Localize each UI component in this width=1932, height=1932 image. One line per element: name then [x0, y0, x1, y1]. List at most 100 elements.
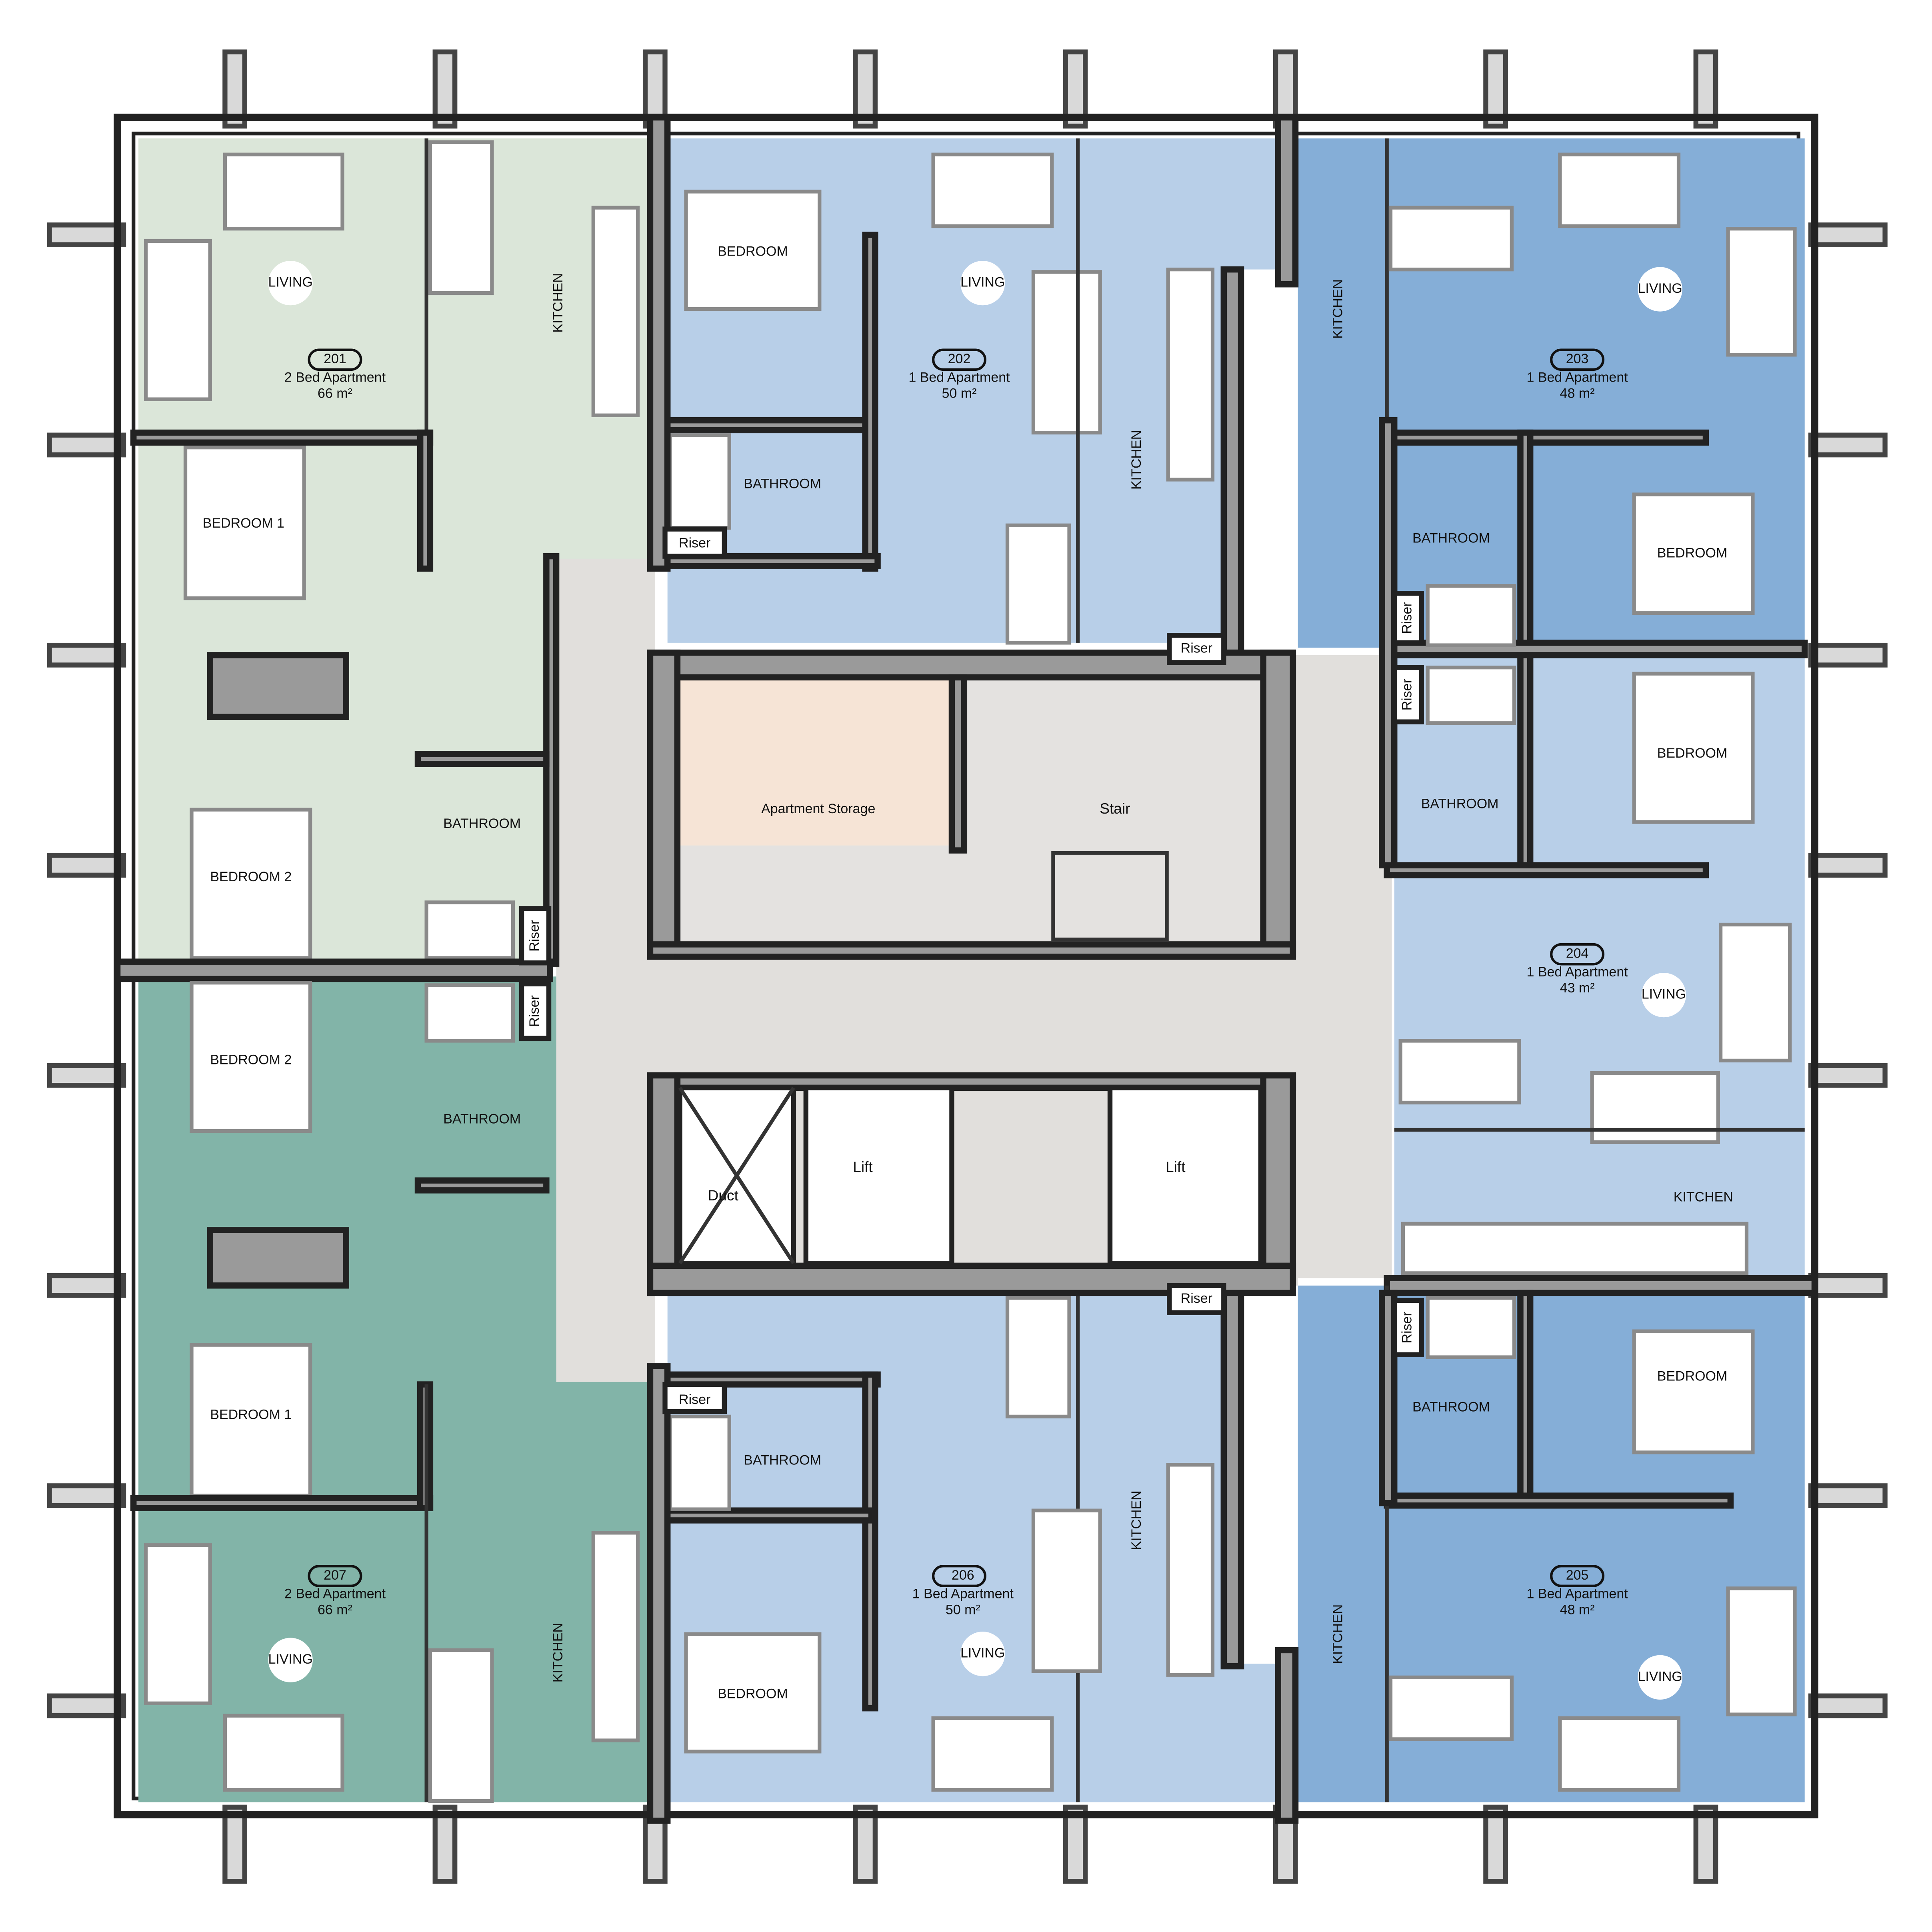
dining-table — [428, 1648, 494, 1803]
room-label-bathroom: BATHROOM — [744, 476, 821, 491]
bed — [1632, 1329, 1755, 1454]
bed — [684, 190, 822, 311]
riser-label: Riser — [679, 1392, 710, 1407]
riser-label: Riser — [527, 995, 542, 1027]
bed — [183, 446, 306, 600]
sofa — [1726, 227, 1797, 357]
riser-label: Riser — [527, 920, 542, 952]
room-label-bedroom: BEDROOM — [1657, 746, 1728, 761]
room-label-bedroom-2: BEDROOM 2 — [210, 1052, 292, 1067]
unit-area: 66 m² — [318, 386, 352, 401]
riser-label: Riser — [1181, 1291, 1212, 1306]
unit-207 — [130, 981, 640, 1803]
kitchen-counter — [591, 206, 640, 417]
riser-label: Riser — [1181, 640, 1212, 656]
sofa — [931, 1716, 1054, 1792]
bed — [1632, 672, 1755, 824]
room-label-bathroom: BATHROOM — [744, 1453, 821, 1468]
riser-label: Riser — [679, 536, 710, 551]
structure-columns — [47, 49, 1888, 1884]
dining-table — [1388, 206, 1514, 272]
core-label-duct: Duct — [708, 1187, 739, 1204]
unit-number: 202 — [948, 351, 971, 366]
room-label-bedroom: BEDROOM — [718, 244, 788, 259]
room-label-bathroom: BATHROOM — [443, 816, 521, 831]
kitchen-counter — [1166, 268, 1215, 482]
bed — [684, 1632, 822, 1754]
unit-type: 1 Bed Apartment — [1527, 964, 1628, 980]
riser-label: Riser — [1400, 602, 1415, 634]
kitchen-counter — [1166, 1463, 1215, 1677]
kitchen-counter — [591, 1531, 640, 1742]
unit-203 — [1384, 138, 1808, 658]
unit-number: 203 — [1566, 351, 1589, 366]
sofa — [1590, 1071, 1720, 1144]
unit-area: 50 m² — [942, 386, 977, 401]
room-label-bedroom-2: BEDROOM 2 — [210, 869, 292, 884]
sofa — [144, 1543, 212, 1705]
bed — [190, 1343, 312, 1498]
unit-type: 1 Bed Apartment — [1527, 1586, 1628, 1601]
core-label-lift: Lift — [853, 1158, 873, 1175]
room-label-bedroom: BEDROOM — [1657, 1368, 1728, 1384]
room-label-kitchen: KITCHEN — [1129, 430, 1144, 490]
sofa — [1718, 922, 1792, 1063]
unit-type: 2 Bed Apartment — [284, 1586, 386, 1601]
bed — [190, 981, 312, 1133]
unit-201 — [114, 138, 640, 982]
room-label-kitchen: KITCHEN — [550, 273, 566, 333]
riser-label: Riser — [1400, 679, 1415, 710]
unit-area: 50 m² — [946, 1602, 980, 1618]
unit-number: 201 — [324, 351, 346, 366]
room-label-living: LIVING — [960, 275, 1005, 290]
sofa — [223, 1714, 344, 1792]
room-label-living: LIVING — [1638, 281, 1682, 296]
shower — [1426, 584, 1516, 647]
unit-tags — [308, 348, 1605, 1587]
room-label-bathroom: BATHROOM — [1421, 796, 1499, 812]
sofa — [223, 152, 344, 231]
unit-type: 1 Bed Apartment — [1527, 370, 1628, 385]
unit-area: 48 m² — [1560, 1602, 1595, 1618]
core-label-storage: Apartment Storage — [761, 801, 875, 816]
sofa — [1558, 152, 1681, 228]
sofa — [1726, 1586, 1797, 1716]
shower — [668, 1414, 731, 1511]
risers — [519, 526, 1424, 1414]
dining-table — [1398, 1039, 1521, 1105]
bed — [190, 808, 312, 960]
room-label-living: LIVING — [268, 275, 312, 290]
riser-label: Riser — [1400, 1312, 1415, 1343]
shower — [668, 433, 731, 530]
unit-205 — [1384, 1285, 1797, 1802]
room-label-kitchen: KITCHEN — [550, 1623, 566, 1682]
living-markers — [268, 261, 1686, 1700]
unit-area: 66 m² — [318, 1602, 352, 1618]
room-label-bathroom: BATHROOM — [1412, 530, 1490, 546]
room-label-bathroom: BATHROOM — [1412, 1400, 1490, 1415]
sofa — [1031, 270, 1102, 435]
stair-flight — [1051, 851, 1169, 942]
core — [647, 649, 1296, 1296]
room-label-kitchen: KITCHEN — [1129, 1490, 1144, 1550]
unit-type: 2 Bed Apartment — [284, 370, 386, 385]
core-label-lift: Lift — [1166, 1158, 1186, 1175]
room-label-bedroom: BEDROOM — [718, 1686, 788, 1702]
sofa — [1558, 1716, 1681, 1792]
unit-number: 205 — [1566, 1568, 1589, 1583]
room-label-bedroom-1: BEDROOM 1 — [210, 1407, 292, 1422]
unit-number: 204 — [1566, 946, 1589, 961]
unit-number: 207 — [324, 1568, 346, 1583]
core-label-stair: Stair — [1100, 800, 1130, 817]
room-label-kitchen: KITCHEN — [1674, 1189, 1733, 1204]
shower — [424, 983, 515, 1043]
room-label-bedroom-1: BEDROOM 1 — [203, 516, 284, 531]
room-label-living: LIVING — [1642, 987, 1686, 1002]
bed — [1632, 492, 1755, 615]
unit-type: 1 Bed Apartment — [908, 370, 1010, 385]
dining-table — [1005, 1296, 1071, 1419]
room-label-living: LIVING — [268, 1652, 312, 1667]
sofa — [144, 239, 212, 401]
room-label-kitchen: KITCHEN — [1330, 1604, 1346, 1664]
